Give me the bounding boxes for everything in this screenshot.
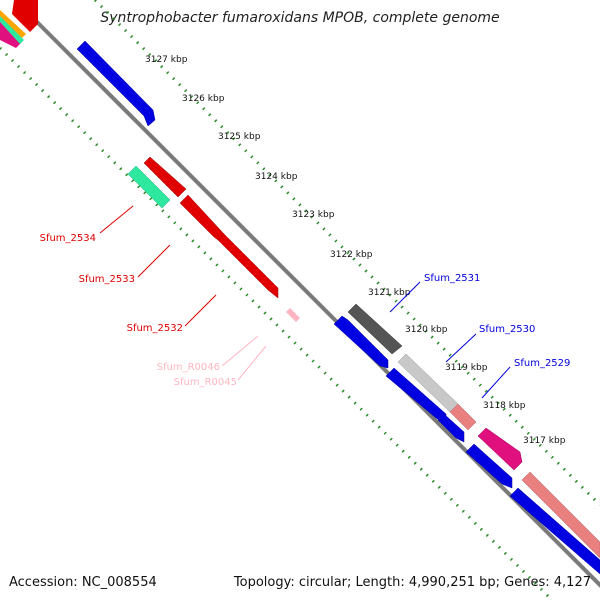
- gene-label-sfum-2531[interactable]: Sfum_2531: [424, 273, 480, 284]
- gene-sfum-2532[interactable]: [217, 233, 279, 299]
- gene-sfum-2530-tail[interactable]: [449, 403, 477, 431]
- trna-sfum-r0045[interactable]: [290, 312, 300, 322]
- accession-text: Accession: NC_008554: [9, 575, 157, 590]
- genome-title: Syntrophobacter fumaroxidans MPOB, compl…: [100, 10, 499, 26]
- reverse-gene-upper[interactable]: [76, 40, 156, 127]
- reverse-gene-right-4[interactable]: [465, 443, 513, 489]
- kbp-label: 3122 kbp: [330, 250, 373, 260]
- gene-salmon-right[interactable]: [521, 471, 600, 559]
- leader-line: [237, 345, 267, 381]
- genome-backbone: [13, 0, 600, 588]
- reverse-gene-right-1[interactable]: [333, 315, 389, 369]
- inner-tick-track: [0, 46, 554, 600]
- leader-line: [184, 294, 217, 327]
- topology-text: Topology: circular; Length: 4,990,251 bp…: [233, 575, 591, 590]
- gene-label-sfum-2532[interactable]: Sfum_2532: [127, 323, 183, 334]
- leader-line: [99, 205, 134, 234]
- kbp-label: 3118 kbp: [483, 401, 526, 411]
- kbp-label: 3124 kbp: [255, 172, 298, 182]
- gene-sfum-2531[interactable]: [347, 303, 403, 355]
- gene-label-sfum-r0045[interactable]: Sfum_R0045: [174, 377, 237, 388]
- gene-label-sfum-2534[interactable]: Sfum_2534: [40, 233, 96, 244]
- gene-label-sfum-2530[interactable]: Sfum_2530: [479, 324, 535, 335]
- leader-line: [221, 335, 259, 367]
- leader-line: [481, 366, 511, 399]
- kbp-label: 3119 kbp: [445, 363, 488, 373]
- outer-tick-track: [93, 0, 600, 507]
- leader-line: [137, 244, 171, 278]
- kbp-label: 3126 kbp: [182, 94, 225, 104]
- reverse-gene-right-3[interactable]: [437, 413, 465, 443]
- kbp-label: 3117 kbp: [523, 436, 566, 446]
- kbp-label: 3121 kbp: [368, 288, 411, 298]
- gene-label-sfum-r0046[interactable]: Sfum_R0046: [157, 362, 220, 373]
- kbp-label: 3125 kbp: [218, 132, 261, 142]
- leader-line: [445, 333, 477, 363]
- kbp-label: 3123 kbp: [292, 210, 335, 220]
- kbp-label: 3127 kbp: [145, 55, 188, 65]
- gene-label-sfum-2533[interactable]: Sfum_2533: [79, 274, 135, 285]
- gene-label-sfum-2529[interactable]: Sfum_2529: [514, 358, 570, 369]
- gene-sfum-2533-segment[interactable]: [143, 156, 187, 198]
- partial-genes-topleft: [0, 0, 38, 48]
- rrna-gene-sfum-2534[interactable]: [127, 165, 171, 209]
- reverse-gene-right-5[interactable]: [509, 487, 600, 575]
- kbp-label: 3120 kbp: [405, 325, 448, 335]
- leader-line: [389, 281, 421, 313]
- gene-sfum-2529[interactable]: [477, 427, 523, 471]
